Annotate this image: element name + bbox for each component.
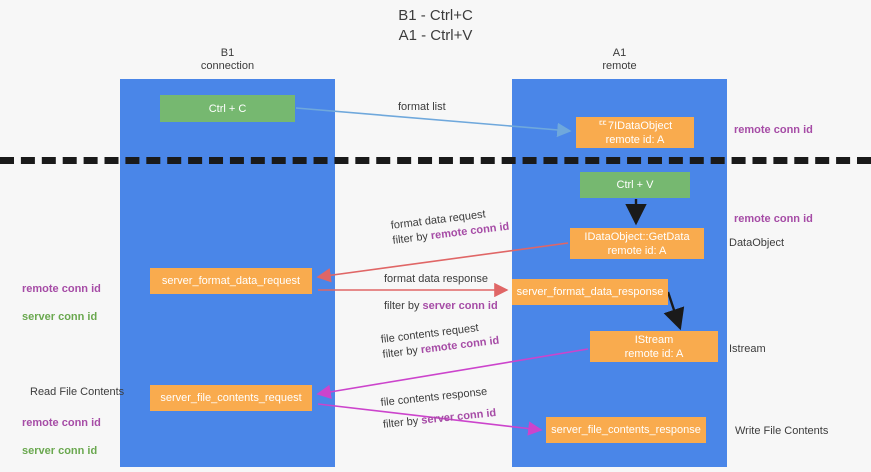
node-server-format-data-request[interactable]: server_format_data_request bbox=[150, 268, 312, 294]
swimlane-b1-header: B1 connection bbox=[200, 47, 255, 72]
annotation-remote-conn-id: remote conn id bbox=[22, 283, 101, 295]
node-idataobject[interactable]: ᄄ7IDataObject remote id: A bbox=[576, 117, 694, 148]
section-divider bbox=[0, 157, 871, 164]
connector-format-list bbox=[295, 107, 572, 138]
annotation-read-file-contents: Read File Contents bbox=[30, 386, 125, 398]
annotation-istream: Istream bbox=[729, 343, 766, 355]
edge-label-format-data-response-line2: filter by server conn id bbox=[384, 299, 498, 314]
annotation-dataobject: DataObject bbox=[729, 237, 785, 249]
node-istream[interactable]: IStream remote id: A bbox=[590, 331, 718, 362]
connector-format-data-request bbox=[316, 242, 569, 283]
node-server-file-contents-request[interactable]: server_file_contents_request bbox=[150, 385, 312, 411]
edge-label-format-list-line1: format list bbox=[398, 101, 446, 113]
node-ctrl-v[interactable]: Ctrl + V bbox=[580, 172, 690, 198]
connector-response-istream bbox=[663, 291, 685, 331]
connector-file-contents-request bbox=[316, 348, 589, 399]
annotation-remote-conn-id: remote conn id bbox=[22, 417, 101, 429]
annotation-server-conn-id: server conn id bbox=[22, 311, 98, 323]
node-ctrl-c[interactable]: Ctrl + C bbox=[160, 95, 295, 122]
annotation-write-file-contents: Write File Contents bbox=[735, 425, 829, 437]
filter-key-server-conn-id: server conn id bbox=[422, 300, 498, 312]
edge-label-format-data-response: format data response filter by server co… bbox=[384, 272, 498, 314]
diagram-title: B1 - Ctrl+C A1 - Ctrl+V bbox=[398, 7, 473, 44]
connector-file-contents-response bbox=[317, 403, 543, 436]
annotation-left-conn-ids: remote conn id server conn id bbox=[22, 268, 101, 338]
filter-prefix: filter by bbox=[381, 344, 422, 361]
annotation-right-remote-conn-id-top: remote conn id bbox=[734, 124, 813, 136]
node-idataobject-getdata[interactable]: IDataObject::GetData remote id: A bbox=[570, 228, 704, 259]
swimlane-a1-header: A1 remote bbox=[602, 47, 637, 72]
annotation-server-conn-id: server conn id bbox=[22, 445, 98, 457]
edge-label-format-data-response-line1: format data response bbox=[384, 273, 488, 285]
filter-prefix: filter by bbox=[384, 300, 423, 312]
node-server-format-data-response[interactable]: server_format_data_response bbox=[512, 279, 668, 305]
annotation-left-conn-ids-2: remote conn id server conn id bbox=[22, 402, 101, 472]
annotation-right-remote-conn-id-mid: remote conn id bbox=[734, 213, 813, 225]
filter-prefix: filter by bbox=[391, 230, 432, 247]
filter-prefix: filter by bbox=[382, 414, 422, 431]
edge-label-format-list: format list bbox=[398, 100, 446, 115]
node-server-file-contents-response[interactable]: server_file_contents_response bbox=[546, 417, 706, 443]
